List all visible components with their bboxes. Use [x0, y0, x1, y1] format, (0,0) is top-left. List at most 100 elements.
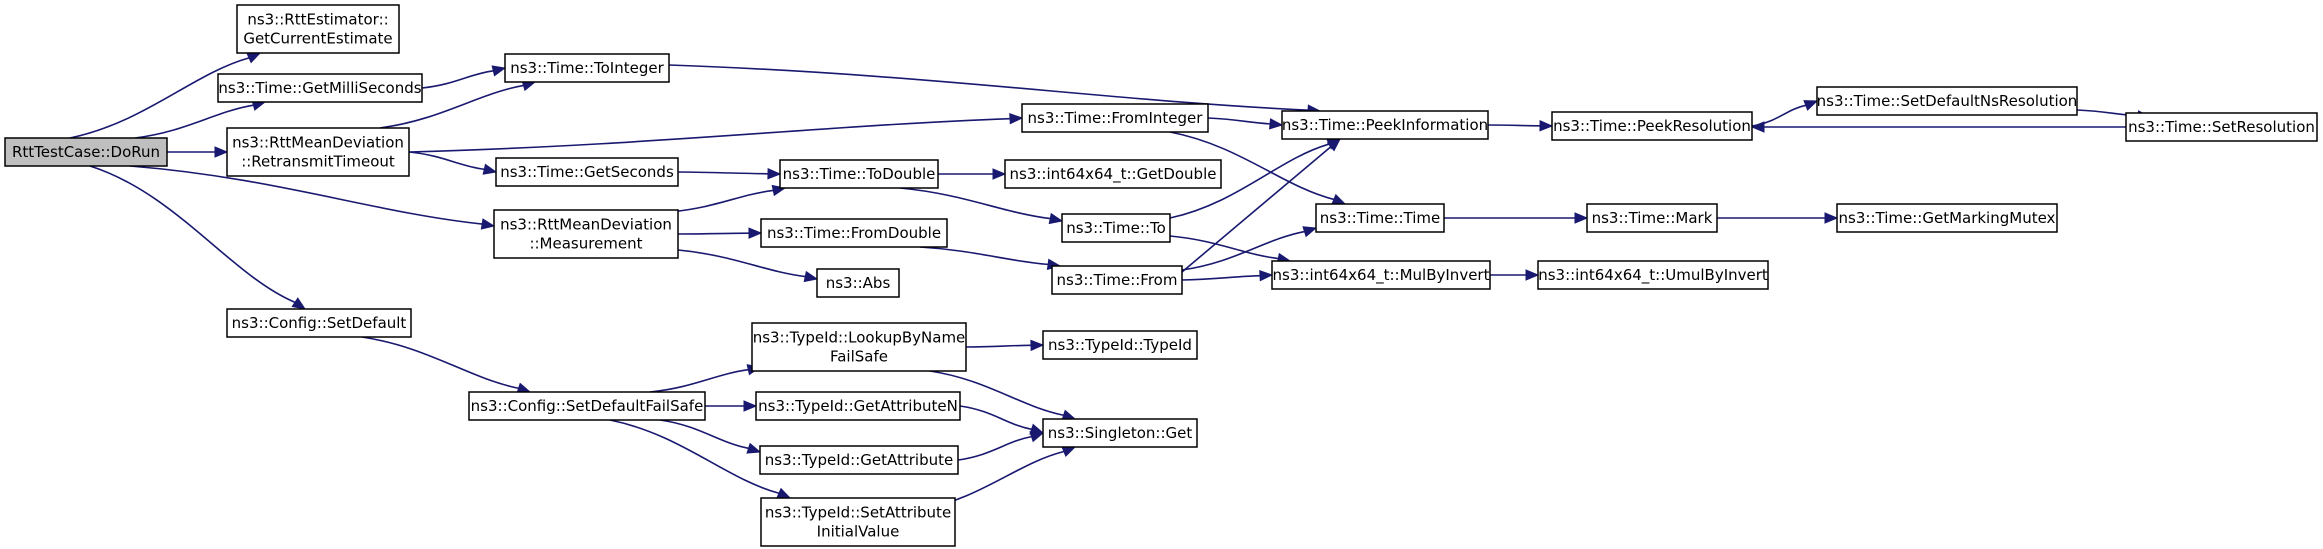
edge-line [408, 151, 485, 171]
edge-n4-n10 [408, 151, 498, 175]
node-ns3-time-setresolution[interactable]: ns3::Time::SetResolution [2125, 112, 2318, 142]
node-ns3-time-getmarkingmutex[interactable]: ns3::Time::GetMarkingMutex [1836, 203, 2058, 233]
node-rtttestcase-dorun[interactable]: RttTestCase::DoRun [4, 137, 168, 167]
edge-line [1181, 274, 1261, 281]
node-label: ns3::Time::FromInteger [1028, 109, 1204, 127]
edge-line [677, 249, 806, 278]
node-label: ns3::TypeId::LookupByName [753, 329, 966, 347]
edge-line [929, 370, 1064, 417]
edge-line [1169, 131, 1335, 201]
edge-line [649, 368, 749, 393]
node-label: ns3::RttMeanDeviation [500, 216, 672, 234]
node-ns3-time-getseconds[interactable]: ns3::Time::GetSeconds [495, 157, 679, 187]
node-ns3-time-from[interactable]: ns3::Time::From [1051, 265, 1183, 295]
node-box [226, 308, 412, 338]
node-label: ns3::TypeId::GetAttribute [765, 451, 953, 469]
edge-line [957, 435, 1032, 461]
node-box [1021, 103, 1209, 133]
node-ns3-singleton-get[interactable]: ns3::Singleton::Get [1042, 418, 1198, 448]
arrow-head-icon [1574, 212, 1589, 224]
node-label: ns3::Time::SetDefaultNsResolution [1817, 92, 2078, 110]
arrow-head-icon [803, 270, 819, 283]
node-label: ns3::Time::ToDouble [783, 165, 936, 183]
edge-line [965, 344, 1032, 348]
node-ns3-config-setdefaultfailsafe[interactable]: ns3::Config::SetDefaultFailSafe [468, 391, 706, 421]
node-ns3-time-mark[interactable]: ns3::Time::Mark [1586, 203, 1718, 233]
node-ns3-time-tointeger[interactable]: ns3::Time::ToInteger [504, 53, 670, 83]
node-ns3-time-fromdouble[interactable]: ns3::Time::FromDouble [760, 218, 948, 248]
node-ns3-time-peekinformation[interactable]: ns3::Time::PeekInformation [1281, 110, 1489, 140]
arrow-head-icon [1048, 212, 1064, 225]
arrow-head-icon [1029, 431, 1045, 443]
arrow-head-icon [491, 65, 507, 77]
node-ns3-config-setdefault[interactable]: ns3::Config::SetDefault [226, 308, 412, 338]
edge-line [959, 405, 1032, 431]
edge-line [89, 165, 296, 304]
node-label: ::RetransmitTimeout [241, 153, 395, 171]
edge-line [1181, 230, 1305, 271]
edge-n14-n15 [1444, 212, 1589, 224]
node-ns3-rttmeandeviation-measurement[interactable]: ns3::RttMeanDeviation::Measurement [493, 209, 679, 259]
node-ns3-int64x64-t-mulbyinvert[interactable]: ns3::int64x64_t::MulByInvert [1271, 260, 1491, 290]
arrow-head-icon [1331, 193, 1347, 205]
edge-n9-n7 [1750, 121, 2126, 133]
edge-line [668, 64, 1309, 111]
node-box [1271, 260, 1491, 290]
node-label: InitialValue [817, 523, 900, 541]
edge-line [919, 246, 1049, 266]
node-label: ns3::RttMeanDeviation [232, 134, 404, 152]
node-ns3-rttestimator-getcurrentestimate[interactable]: ns3::RttEstimator::GetCurrentEstimate [236, 4, 400, 54]
edge-n17-n11 [669, 184, 787, 213]
node-ns3-int64x64-t-umulbyinvert[interactable]: ns3::int64x64_t::UmulByInvert [1537, 260, 1769, 290]
edge-n20-n21 [1489, 269, 1540, 281]
node-ns3-int64x64-t-getdouble[interactable]: ns3::int64x64_t::GetDouble [1004, 159, 1222, 189]
node-ns3-time-frominteger[interactable]: ns3::Time::FromInteger [1021, 103, 1209, 133]
node-label: ns3::TypeId::TypeId [1048, 336, 1192, 354]
edge-line [677, 171, 769, 175]
edge-line [361, 336, 519, 390]
edge-n19-n6 [1181, 138, 1341, 273]
node-ns3-typeid-getattribute[interactable]: ns3::TypeId::GetAttribute [759, 445, 959, 475]
edge-n25-n26 [965, 339, 1045, 352]
node-label: ns3::int64x64_t::UmulByInvert [1538, 266, 1768, 285]
node-ns3-typeid-typeid[interactable]: ns3::TypeId::TypeId [1042, 330, 1198, 360]
arrow-head-icon [214, 146, 229, 158]
edge-n2-n3 [421, 65, 507, 89]
edge-n19-n14 [1181, 226, 1318, 271]
node-label: ::Measurement [529, 235, 642, 253]
edge-line [1207, 117, 1271, 125]
node-label: ns3::Time::GetMarkingMutex [1839, 209, 2056, 227]
edge-n24-n25 [649, 364, 762, 393]
node-ns3-time-time[interactable]: ns3::Time::Time [1315, 203, 1445, 233]
node-ns3-time-peekresolution[interactable]: ns3::Time::PeekResolution [1551, 111, 1753, 141]
arrow-head-icon [743, 400, 758, 412]
arrow-head-icon [1803, 100, 1819, 111]
arrow-head-icon [1302, 226, 1318, 238]
edge-n0-n4 [166, 146, 229, 158]
arrow-head-icon [767, 168, 782, 180]
arrow-head-icon [746, 442, 762, 454]
node-box [236, 4, 400, 54]
node-box [1051, 265, 1183, 295]
node-label: ns3::Time::FromDouble [767, 224, 941, 242]
edge-n18-n19 [919, 246, 1062, 271]
node-label: ns3::Config::SetDefaultFailSafe [471, 397, 704, 415]
node-ns3-abs[interactable]: ns3::Abs [816, 268, 900, 298]
arrow-head-icon [291, 297, 307, 310]
node-ns3-typeid-getattributen[interactable]: ns3::TypeId::GetAttributeN [755, 391, 961, 421]
node-ns3-time-setdefaultnsresolution[interactable]: ns3::Time::SetDefaultNsResolution [1816, 86, 2078, 116]
edge-n17-n18 [677, 227, 763, 239]
node-box [1042, 330, 1198, 360]
edge-n19-n20 [1181, 269, 1274, 282]
edge-line [1181, 146, 1332, 273]
edge-n29-n28 [957, 431, 1045, 461]
node-label: ns3::TypeId::GetAttributeN [758, 397, 958, 415]
node-ns3-time-getmilliseconds[interactable]: ns3::Time::GetMilliSeconds [217, 73, 423, 103]
node-box [4, 137, 168, 167]
node-ns3-time-to[interactable]: ns3::Time::To [1061, 213, 1171, 243]
node-ns3-rttmeandeviation-retransmittimeout[interactable]: ns3::RttMeanDeviation::RetransmitTimeout [226, 127, 410, 177]
node-box [759, 445, 959, 475]
node-ns3-time-todouble[interactable]: ns3::Time::ToDouble [779, 159, 939, 189]
